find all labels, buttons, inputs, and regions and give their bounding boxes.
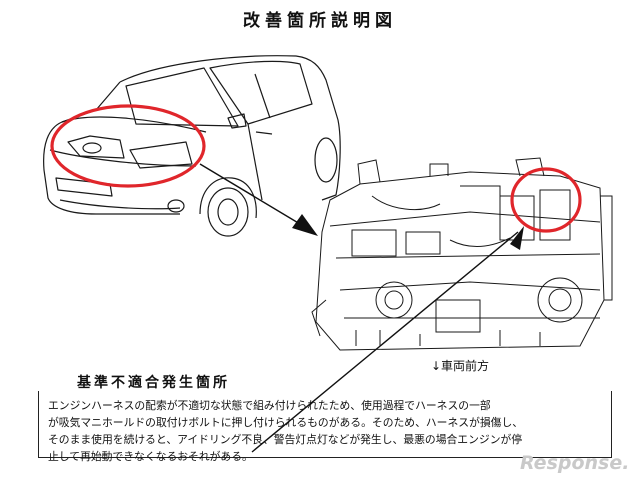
engine-defect-highlight — [510, 167, 582, 233]
defect-description: エンジンハーネスの配索が不適切な状態で組み付けられたため、使用過程でハーネスの一… — [48, 399, 524, 463]
car-illustration — [43, 55, 341, 237]
vehicle-front-direction-label: ↓車両前方 — [431, 359, 490, 373]
car-hood-highlight — [50, 104, 206, 188]
arrow-car-to-engine — [199, 163, 318, 236]
description-box — [38, 391, 612, 458]
leader-arrow-to-defect — [251, 226, 524, 453]
engine-illustration — [311, 157, 613, 351]
defect-location-heading: 基準不適合発生箇所 — [77, 375, 230, 391]
page-title: 改善箇所説明図 — [243, 11, 397, 31]
response-watermark: Response. — [520, 452, 630, 474]
